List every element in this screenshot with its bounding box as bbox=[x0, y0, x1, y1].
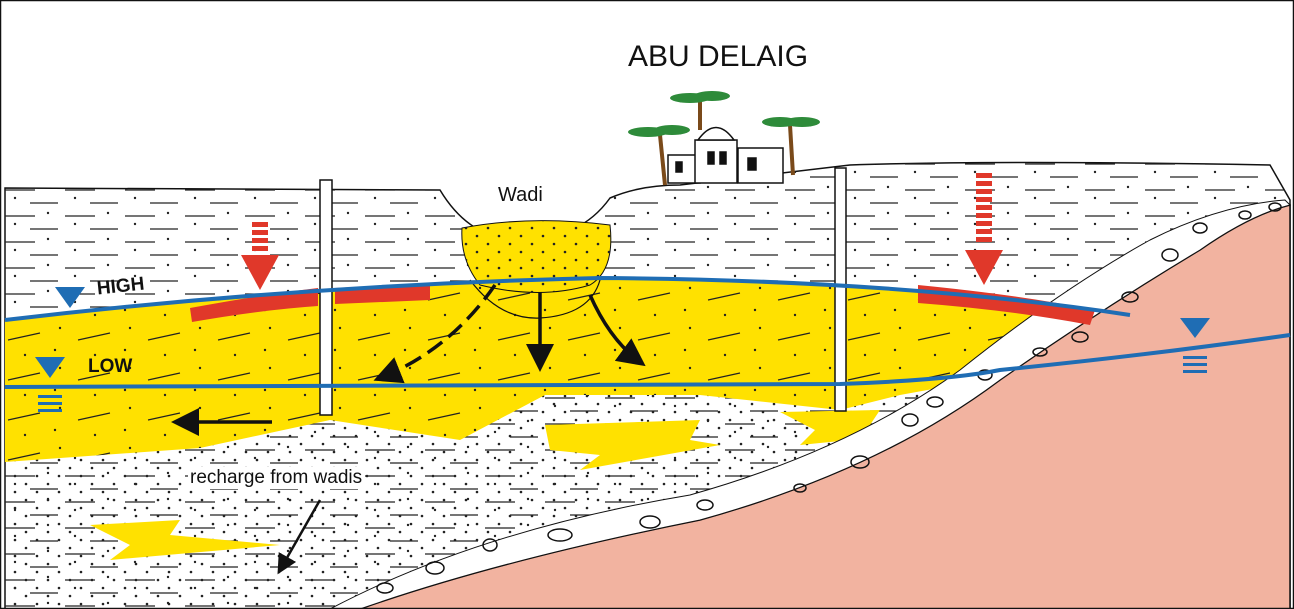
village-icon bbox=[628, 91, 820, 186]
low-water-label: LOW bbox=[88, 356, 133, 377]
water-table-high bbox=[4, 275, 1131, 322]
wells bbox=[319, 167, 847, 416]
water-table-low bbox=[4, 333, 1291, 389]
wadi-label: Wadi bbox=[498, 184, 543, 206]
water-level-icons bbox=[35, 287, 1210, 412]
location-title: ABU DELAIG bbox=[628, 40, 809, 73]
pumping-arrows bbox=[241, 173, 1003, 290]
recharge-label: recharge from wadis bbox=[188, 467, 365, 489]
flow-arrows bbox=[171, 284, 646, 575]
